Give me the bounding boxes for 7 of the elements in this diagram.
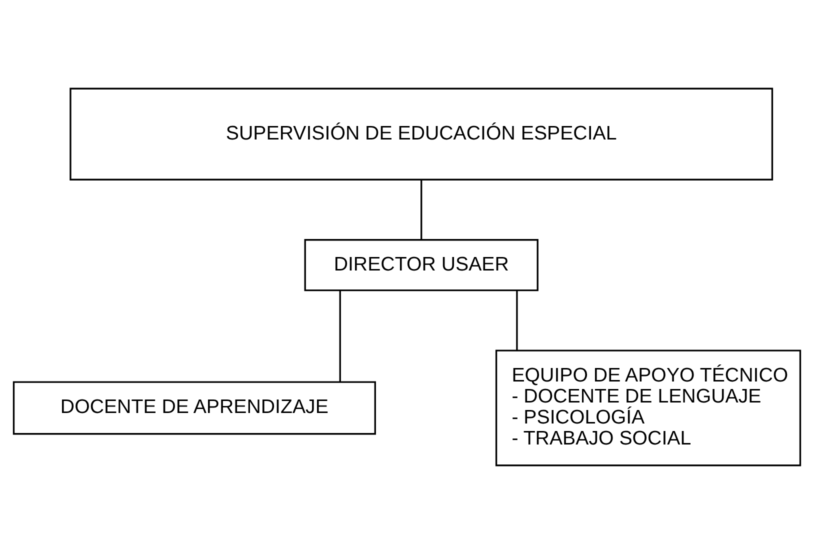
connector xyxy=(420,179,422,240)
node-box: SUPERVISIÓN DE EDUCACIÓN ESPECIAL xyxy=(70,87,774,180)
node-box: DOCENTE DE APRENDIZAJE xyxy=(12,380,376,434)
connector xyxy=(339,290,341,382)
connector xyxy=(516,290,518,350)
node-box: EQUIPO DE APOYO TÉCNICO - DOCENTE DE LENGUAJE - PSICOLOGÍA - TRABAJO SOCIAL xyxy=(495,349,802,466)
node-box: DIRECTOR USAER xyxy=(304,238,538,291)
